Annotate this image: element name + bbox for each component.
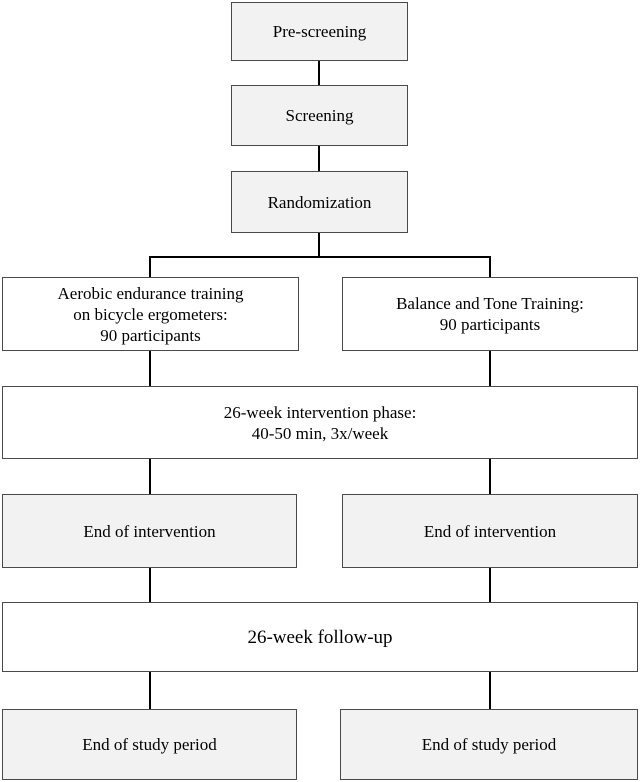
prescreening-box: Pre-screening [231,2,408,61]
connector-branch-left [149,256,151,277]
connector-end-left-followup [149,567,151,602]
aerobic-line-2: on bicycle ergometers: [73,304,228,324]
connector-branch-right [489,256,491,277]
connector-prescreening-screening [318,60,320,85]
connector-balance-intervention [489,350,491,386]
randomization-box: Randomization [231,171,408,233]
connector-branch-horizontal [149,256,491,258]
end-study-left-box: End of study period [2,709,297,780]
screening-label: Screening [285,106,354,125]
aerobic-line-3: 90 participants [100,325,201,345]
end-intervention-right-label: End of intervention [423,521,557,541]
followup-label: 26-week follow-up [247,626,393,648]
randomization-label: Randomization [267,192,372,212]
connector-intervention-end-left [149,458,151,494]
connector-randomization-branch [318,232,320,257]
end-intervention-left-box: End of intervention [2,494,297,568]
end-study-left-label: End of study period [82,735,217,754]
end-intervention-left-label: End of intervention [83,521,216,541]
intervention-phase-box: 26-week intervention phase: 40-50 min, 3… [2,386,638,459]
intervention-line-2: 40-50 min, 3x/week [251,423,389,443]
connector-followup-study-right [489,671,491,709]
connector-intervention-end-right [489,458,491,494]
screening-box: Screening [231,85,408,146]
balance-line-2: 90 participants [439,315,541,334]
connector-aerobic-intervention [149,350,151,386]
end-intervention-right-box: End of intervention [342,494,638,568]
balance-line-1: Balance and Tone Training: [396,294,584,313]
prescreening-label: Pre-screening [272,22,367,41]
connector-screening-randomization [318,145,320,171]
aerobic-line-1: Aerobic endurance training [57,283,244,303]
followup-box: 26-week follow-up [2,602,638,672]
connector-end-right-followup [489,567,491,602]
end-study-right-label: End of study period [421,735,557,754]
connector-followup-study-left [149,671,151,709]
end-study-right-box: End of study period [340,709,638,780]
aerobic-group-box: Aerobic endurance training on bicycle er… [2,277,299,351]
intervention-line-1: 26-week intervention phase: [223,402,417,422]
balance-group-box: Balance and Tone Training: 90 participan… [342,277,638,351]
